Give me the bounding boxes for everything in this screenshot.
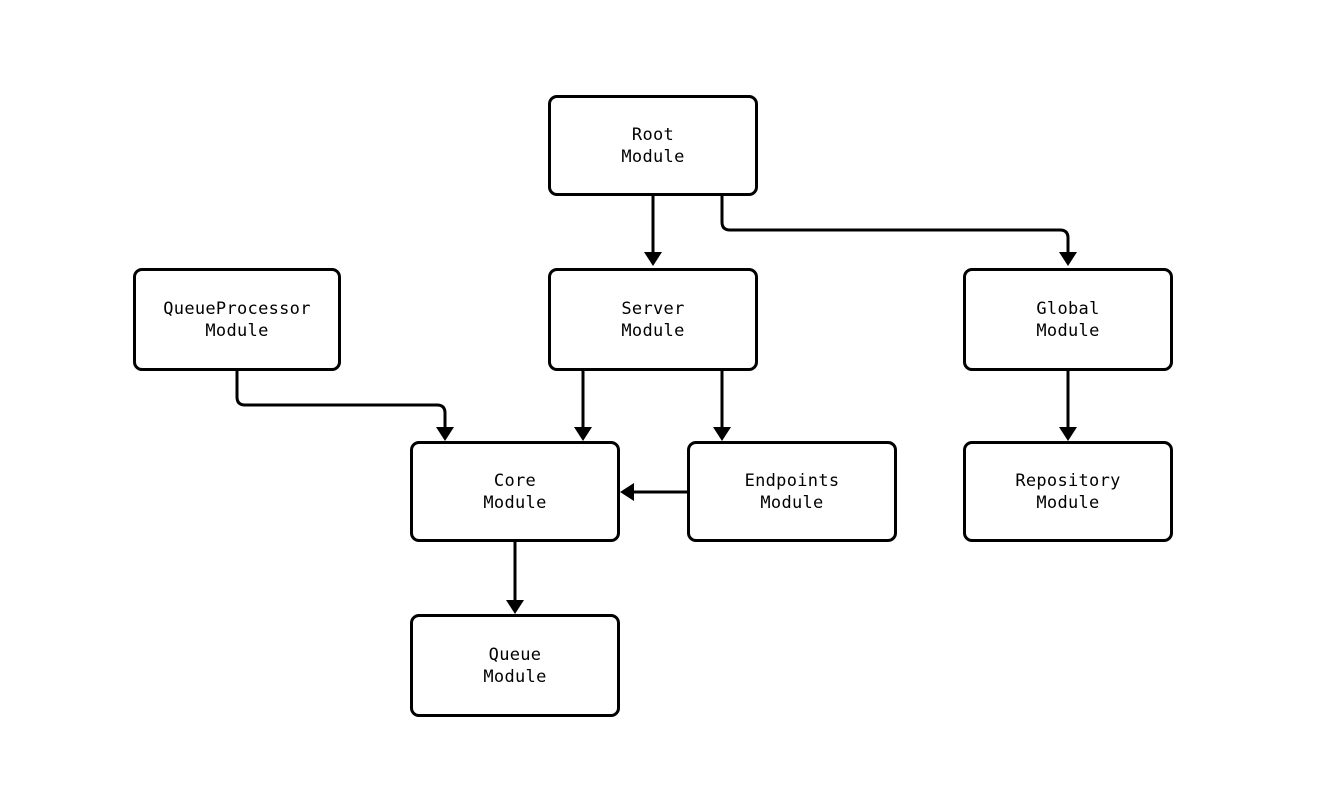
node-queue-module-label: Queue Module [483,644,547,687]
arrowhead-server-to-endpoints [713,427,731,441]
node-endpoints-module-label: Endpoints Module [744,470,840,513]
arrowhead-server-to-core [574,427,592,441]
node-endpoints-module[interactable]: Endpoints Module [687,441,897,542]
node-queue-module[interactable]: Queue Module [410,614,620,717]
arrowhead-root-to-server [644,252,662,266]
arrowhead-endpoints-to-core [620,483,634,501]
node-server-module-label: Server Module [621,298,685,341]
node-queueprocessor-module-label: QueueProcessor Module [163,298,311,341]
arrowhead-core-to-queue [506,600,524,614]
node-core-module-label: Core Module [483,470,547,513]
node-root-module-label: Root Module [621,124,685,167]
node-root-module[interactable]: Root Module [548,95,758,196]
node-queueprocessor-module[interactable]: QueueProcessor Module [133,268,341,371]
node-repository-module-label: Repository Module [1015,470,1121,513]
node-global-module[interactable]: Global Module [963,268,1173,371]
arrowhead-root-to-global [1059,252,1077,266]
edge-queueprocessor-to-core [235,371,447,429]
node-repository-module[interactable]: Repository Module [963,441,1173,542]
arrowhead-global-to-repository [1059,427,1077,441]
node-server-module[interactable]: Server Module [548,268,758,371]
arrowhead-queueprocessor-to-core [436,427,454,441]
node-core-module[interactable]: Core Module [410,441,620,542]
node-global-module-label: Global Module [1036,298,1100,341]
edge-root-to-global [720,196,1070,254]
